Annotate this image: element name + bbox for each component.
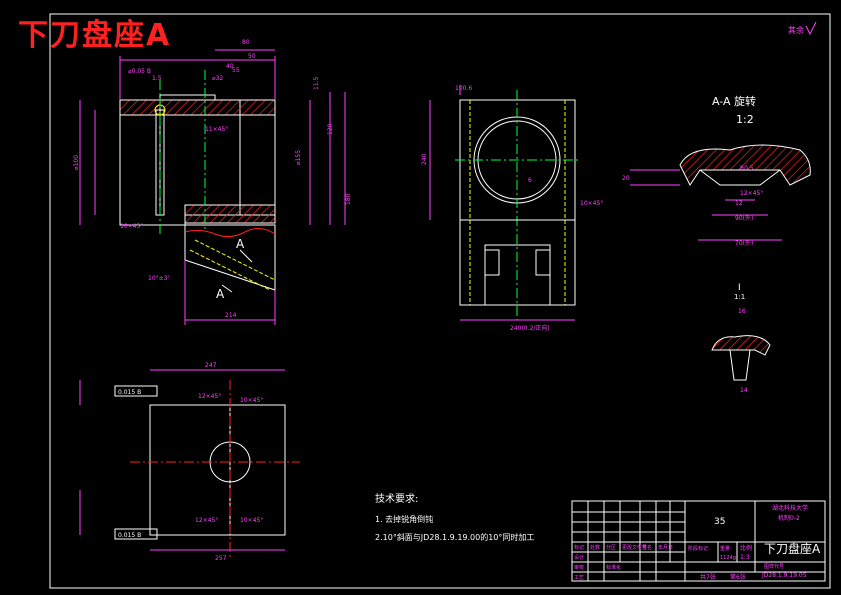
svg-text:R0.5: R0.5 [740, 165, 754, 172]
school: 湖北科技大学 [772, 504, 808, 512]
svg-text:年月日: 年月日 [658, 544, 673, 551]
svg-text:1124g: 1124g [720, 555, 736, 561]
svg-text:1.5: 1.5 [152, 75, 162, 82]
section-aa: A-A 旋转 1:2 70(外) 90(外) 12 R0.5 12×45° 20 [622, 94, 811, 247]
svg-text:10°±3': 10°±3' [148, 275, 169, 282]
svg-text:第6张: 第6张 [730, 573, 746, 581]
svg-text:20: 20 [622, 175, 630, 182]
svg-text:⌀0.05 B: ⌀0.05 B [128, 68, 151, 75]
svg-text:1:2: 1:2 [736, 113, 754, 126]
svg-text:6: 6 [528, 177, 532, 184]
material: 35 [714, 517, 725, 527]
svg-text:⌀155: ⌀155 [295, 150, 302, 165]
svg-text:A: A [216, 287, 225, 301]
svg-text:更改文件号: 更改文件号 [622, 544, 647, 551]
svg-text:10×45°: 10×45° [240, 397, 263, 404]
svg-text:工艺: 工艺 [574, 575, 584, 581]
svg-text:10×45°: 10×45° [240, 517, 263, 524]
svg-text:12×45°: 12×45° [198, 393, 221, 400]
svg-text:214: 214 [225, 312, 237, 319]
top-view: 247 257 12×45° 12×45° 10×45° 10×45° 0.01… [79, 362, 300, 562]
svg-text:1. 去掉锐角倒钝: 1. 去掉锐角倒钝 [375, 514, 433, 524]
svg-text:120: 120 [327, 123, 334, 135]
class: 机制0-2 [778, 514, 800, 522]
svg-text:55: 55 [232, 67, 240, 74]
svg-text:257: 257 [215, 555, 227, 562]
drawing-number: JD28.1.9.19.05 [761, 572, 807, 579]
svg-text:12×45°: 12×45° [740, 190, 763, 197]
svg-text:I: I [738, 283, 741, 293]
svg-text:其余: 其余 [788, 25, 804, 35]
svg-text:签名: 签名 [642, 544, 652, 551]
svg-text:审核: 审核 [574, 564, 584, 571]
svg-text:180: 180 [345, 193, 352, 205]
part-name: 下刀盘座A [764, 541, 821, 556]
svg-text:11×45°: 11×45° [205, 126, 228, 133]
drawing-border [49, 13, 831, 589]
title-block [571, 500, 826, 582]
front-view: 100.6 240 240(0.2/正向) 10×45° 6 [421, 85, 603, 332]
svg-text:12×45°: 12×45° [195, 517, 218, 524]
detail-i: I 1:1 16 14 [711, 283, 771, 394]
svg-text:12: 12 [735, 200, 743, 207]
svg-text:比例: 比例 [740, 544, 752, 552]
svg-text:0.015 B: 0.015 B [118, 532, 141, 539]
main-view: A A 80 50 40 ⌀0.05 B 1.5 ⌀32 55 1 [73, 39, 352, 325]
svg-text:标记: 标记 [574, 544, 584, 551]
svg-text:分区: 分区 [606, 544, 616, 551]
svg-text:40: 40 [226, 63, 234, 70]
svg-text:247: 247 [205, 362, 217, 369]
svg-text:80: 80 [242, 39, 250, 46]
svg-text:⌀32: ⌀32 [212, 75, 223, 82]
svg-text:240(0.2/正向): 240(0.2/正向) [510, 324, 550, 332]
svg-text:⌀100: ⌀100 [73, 155, 80, 170]
svg-text:10×45°: 10×45° [580, 200, 603, 207]
svg-text:阶段标记: 阶段标记 [688, 545, 708, 552]
svg-text:设计: 设计 [574, 554, 584, 561]
svg-text:70(外): 70(外) [735, 239, 753, 247]
svg-text:处数: 处数 [590, 544, 600, 551]
svg-text:1:1: 1:1 [734, 293, 745, 301]
svg-text:1:3: 1:3 [740, 554, 750, 561]
svg-text:10×45°: 10×45° [120, 223, 143, 230]
svg-text:16: 16 [738, 308, 746, 315]
svg-text:A-A 旋转: A-A 旋转 [712, 94, 756, 108]
svg-text:240: 240 [421, 153, 428, 165]
svg-text:50: 50 [248, 53, 256, 60]
svg-text:90(外): 90(外) [735, 214, 753, 222]
svg-text:14: 14 [740, 387, 748, 394]
svg-text:A: A [236, 237, 245, 251]
svg-text:100.6: 100.6 [455, 85, 472, 92]
svg-text:图样代号: 图样代号 [764, 563, 784, 570]
svg-text:共7张: 共7张 [700, 573, 716, 581]
svg-text:重量: 重量 [720, 545, 730, 552]
tech-requirements: 技术要求: 1. 去掉锐角倒钝 2.10°斜面与JD28.1.9.19.00的1… [375, 492, 534, 542]
svg-text:0.015 B: 0.015 B [118, 389, 141, 396]
roughness-note: 其余 [788, 21, 817, 36]
svg-text:11.5: 11.5 [313, 76, 320, 90]
svg-text:2.10°斜面与JD28.1.9.19.00的10°同时加工: 2.10°斜面与JD28.1.9.19.00的10°同时加工 [375, 532, 534, 542]
svg-text:技术要求:: 技术要求: [375, 492, 418, 505]
drawing-title: 下刀盘座A [18, 18, 172, 53]
svg-text:标准化: 标准化 [606, 564, 621, 571]
